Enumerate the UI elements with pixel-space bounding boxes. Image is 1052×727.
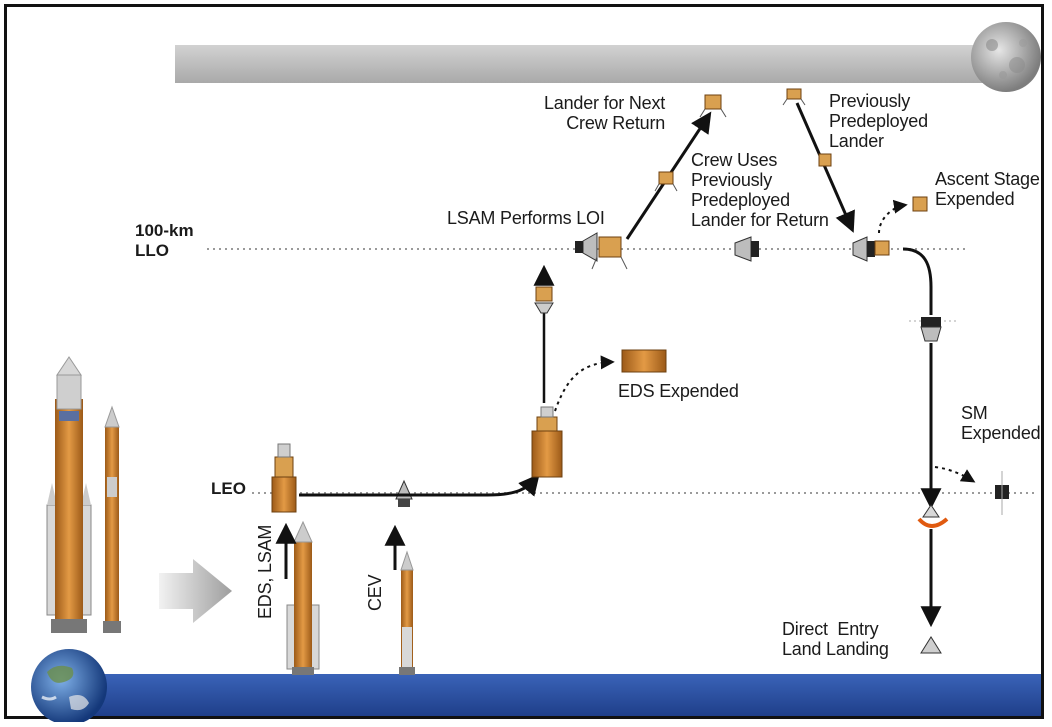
eds-stage-icon <box>271 443 297 513</box>
mission-diagram <box>31 22 1041 722</box>
lander-icon <box>818 153 832 167</box>
lander-icon <box>654 171 678 192</box>
heat-shield-icon <box>917 504 949 528</box>
lunar-surface-bar <box>175 45 1005 83</box>
leo-transfer-arrow <box>299 473 540 497</box>
launch-vehicle-icon <box>46 356 121 633</box>
leo-label: LEO <box>211 479 246 498</box>
ascent-stage-jettison-arrow <box>878 199 908 234</box>
cev-icon <box>852 236 890 262</box>
llo-label: 100-km LLO <box>135 221 194 260</box>
cev-label: CEV <box>365 574 385 611</box>
eds-stage-icon <box>531 406 563 478</box>
cev-icon <box>920 317 942 342</box>
eds-lsam-label: EDS, LSAM <box>255 524 275 619</box>
lander-next-label: Lander for Next Crew Return <box>544 93 666 133</box>
cev-icon <box>995 471 1009 515</box>
earth-surface-bar <box>65 674 1041 716</box>
lander-icon <box>534 286 554 314</box>
lander-icon <box>912 196 928 212</box>
eds-stage-icon <box>621 349 667 373</box>
previously-predeployed-label: Previously Predeployed Lander <box>829 91 928 151</box>
eds-jettison-arrow <box>554 355 615 412</box>
earth-icon <box>31 649 107 722</box>
lsam-loi-label: LSAM Performs LOI <box>447 208 605 228</box>
ascent-stage-label: Ascent Stage Expended <box>935 169 1040 209</box>
eds-expended-label: EDS Expended <box>618 381 739 401</box>
sm-expended-label: SM Expended <box>961 403 1041 443</box>
lander-icon <box>782 88 806 106</box>
transition-arrow-icon <box>159 559 232 623</box>
launch-vehicle-icon <box>286 520 320 675</box>
cev-icon <box>920 636 942 654</box>
diagram-frame: 100-km LLO LEO LSAM Performs LOI Lander … <box>4 4 1044 722</box>
tei-arc <box>902 247 933 315</box>
launch-vehicle-icon <box>399 550 415 675</box>
direct-entry-label: Direct Entry Land Landing <box>782 619 889 659</box>
cev-icon <box>734 236 759 262</box>
crew-uses-label: Crew Uses Previously Predeployed Lander … <box>691 150 829 230</box>
moon-icon <box>971 22 1041 92</box>
lander-icon <box>699 94 727 118</box>
sm-jettison-arrow <box>934 466 976 483</box>
lander-icon <box>575 232 628 270</box>
